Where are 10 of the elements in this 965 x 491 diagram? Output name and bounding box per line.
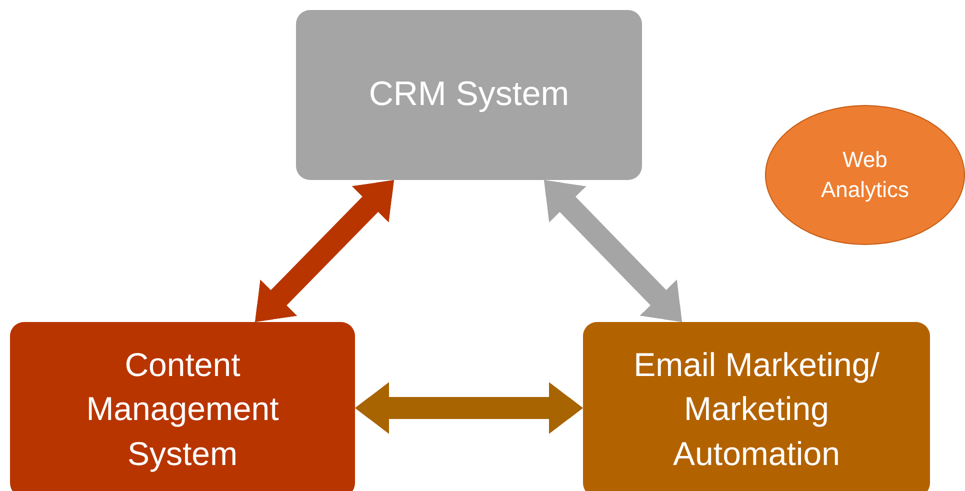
process-box (296, 10, 642, 180)
process-box (10, 322, 355, 491)
double-arrow (255, 180, 394, 322)
node-label: CRM System (368, 74, 570, 116)
node-label: Email Marketing/ Marketing Automation (632, 344, 880, 474)
node-label: Content Management System (85, 344, 280, 474)
double-arrow (355, 382, 583, 434)
double-arrow (544, 180, 682, 322)
process-box (583, 322, 930, 491)
node-label: Web Analytics (820, 146, 910, 204)
